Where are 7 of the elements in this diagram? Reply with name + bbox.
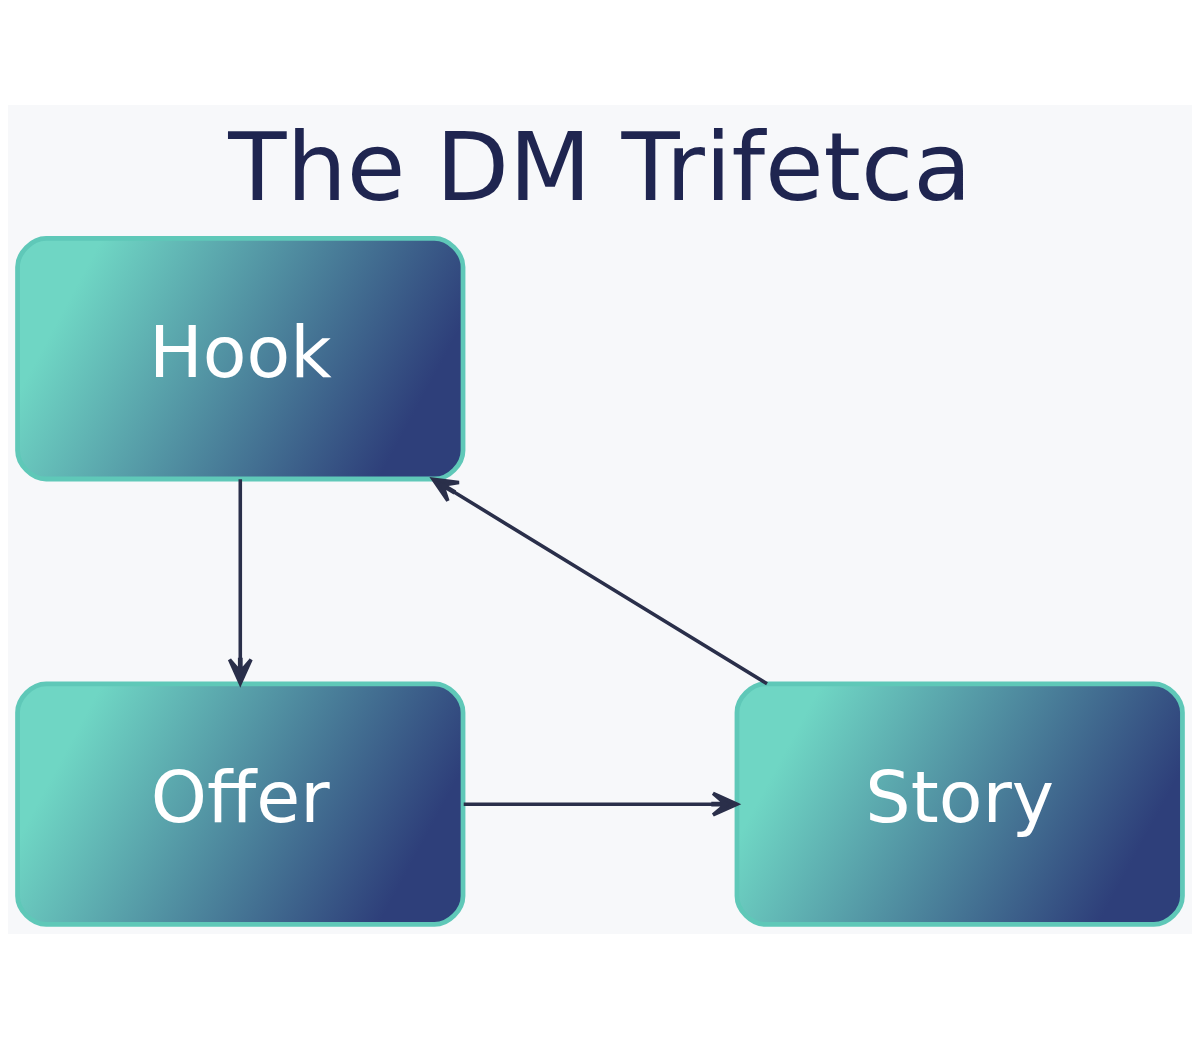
arrow bbox=[463, 791, 739, 817]
node-box: Story bbox=[734, 681, 1185, 927]
arrow bbox=[227, 478, 253, 685]
arrow bbox=[431, 476, 768, 685]
diagram-title: The DM Trifetca bbox=[228, 111, 972, 222]
node-box: Offer bbox=[15, 681, 466, 927]
node-box: Hook bbox=[15, 235, 466, 481]
